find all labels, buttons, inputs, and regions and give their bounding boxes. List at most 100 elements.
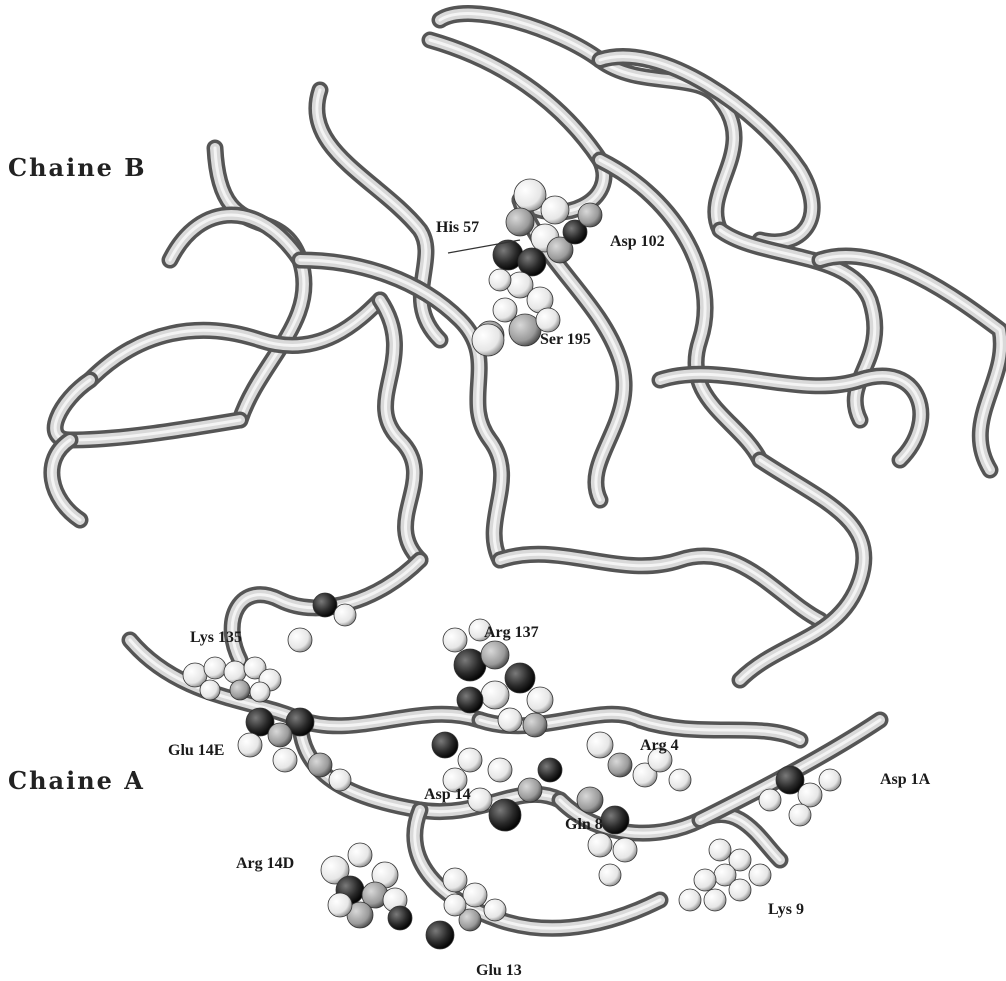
label-arg14d: Arg 14D — [236, 855, 294, 872]
atom-sphere — [535, 307, 561, 333]
label-lys135: Lys 135 — [190, 629, 242, 646]
residue-atoms — [182, 178, 842, 950]
atom-sphere — [632, 762, 658, 788]
atom-sphere — [818, 768, 842, 792]
atom-sphere — [517, 777, 543, 803]
atom-sphere — [577, 202, 603, 228]
atom-sphere — [457, 747, 483, 773]
atom-sphere — [678, 888, 702, 912]
label-his57: His 57 — [436, 219, 479, 236]
atom-sphere — [471, 323, 505, 357]
atom-sphere — [540, 195, 570, 225]
atom-sphere — [562, 219, 588, 245]
atom-sphere — [598, 863, 622, 887]
atom-sphere — [199, 679, 221, 701]
atom-sphere — [522, 712, 548, 738]
ribbon-highlight — [298, 258, 504, 562]
label-asp1a: Asp 1A — [880, 771, 931, 788]
label-glu13: Glu 13 — [476, 962, 522, 979]
chain-b-label: Chaine B — [8, 153, 147, 182]
atom-sphere — [587, 832, 613, 858]
atom-sphere — [237, 732, 263, 758]
ribbon-highlight — [438, 12, 736, 232]
atom-sphere — [546, 236, 574, 264]
label-lys9: Lys 9 — [768, 901, 804, 918]
ribbon-highlight — [498, 552, 822, 622]
atom-sphere — [312, 592, 338, 618]
atom-sphere — [526, 686, 554, 714]
atom-sphere — [287, 627, 313, 653]
label-ser195: Ser 195 — [540, 331, 591, 348]
atom-sphere — [328, 768, 352, 792]
atom-sphere — [708, 838, 732, 862]
atom-sphere — [442, 767, 468, 793]
atom-sphere — [607, 752, 633, 778]
ribbon-highlight — [598, 55, 814, 244]
chain-a-label: Chaine A — [8, 766, 145, 795]
atom-sphere — [327, 892, 353, 918]
atom-sphere — [492, 297, 518, 323]
atom-sphere — [243, 656, 267, 680]
atom-sphere — [203, 656, 227, 680]
atom-sphere — [458, 908, 482, 932]
atom-sphere — [442, 627, 468, 653]
atom-sphere — [797, 782, 823, 808]
ribbon-highlight — [598, 158, 762, 462]
atom-sphere — [758, 788, 782, 812]
atom-sphere — [223, 660, 247, 684]
ribbon-highlight — [50, 438, 82, 522]
ribbon-highlight — [168, 213, 302, 262]
atom-sphere — [600, 805, 630, 835]
atom-sphere — [775, 765, 805, 795]
atom-sphere — [488, 798, 522, 832]
atom-sphere — [456, 686, 484, 714]
atom-sphere — [347, 842, 373, 868]
atom-sphere — [483, 898, 507, 922]
atom-sphere — [443, 893, 467, 917]
label-glu14e: Glu 14E — [168, 742, 224, 759]
atom-sphere — [537, 757, 563, 783]
atom-sphere — [467, 787, 493, 813]
atom-sphere — [612, 837, 638, 863]
atom-sphere — [442, 867, 468, 893]
atom-sphere — [267, 722, 293, 748]
atom-sphere — [468, 618, 492, 642]
atom-sphere — [462, 882, 488, 908]
atom-sphere — [728, 878, 752, 902]
atom-sphere — [229, 679, 251, 701]
label-asp102: Asp 102 — [610, 233, 665, 250]
atom-sphere — [249, 681, 271, 703]
atom-sphere — [668, 768, 692, 792]
label-asp14: Asp 14 — [424, 786, 471, 803]
atom-sphere — [513, 178, 547, 212]
atom-sphere — [487, 757, 513, 783]
atom-sphere — [693, 868, 717, 892]
atom-sphere — [728, 848, 752, 872]
atom-sphere — [425, 920, 455, 950]
atom-sphere — [285, 707, 315, 737]
ribbon-highlight — [230, 558, 422, 662]
atom-sphere — [703, 888, 727, 912]
ribbon-highlight — [378, 298, 422, 562]
atom-sphere — [480, 640, 510, 670]
atom-sphere — [586, 731, 614, 759]
label-arg137: Arg 137 — [484, 624, 539, 641]
label-gln8: Gln 8 — [565, 816, 603, 833]
atom-sphere — [505, 207, 535, 237]
atom-sphere — [504, 662, 536, 694]
ribbon-highlight — [658, 372, 923, 462]
ribbon-outline — [371, 291, 429, 569]
atom-sphere — [431, 731, 459, 759]
atom-sphere — [307, 752, 333, 778]
atom-sphere — [480, 680, 510, 710]
atom-sphere — [333, 603, 357, 627]
atom-sphere — [387, 905, 413, 931]
atom-sphere — [748, 863, 772, 887]
atom-sphere — [576, 786, 604, 814]
atom-sphere — [497, 707, 523, 733]
atom-sphere — [272, 747, 298, 773]
atom-sphere — [245, 707, 275, 737]
his57-pointer — [447, 239, 521, 254]
